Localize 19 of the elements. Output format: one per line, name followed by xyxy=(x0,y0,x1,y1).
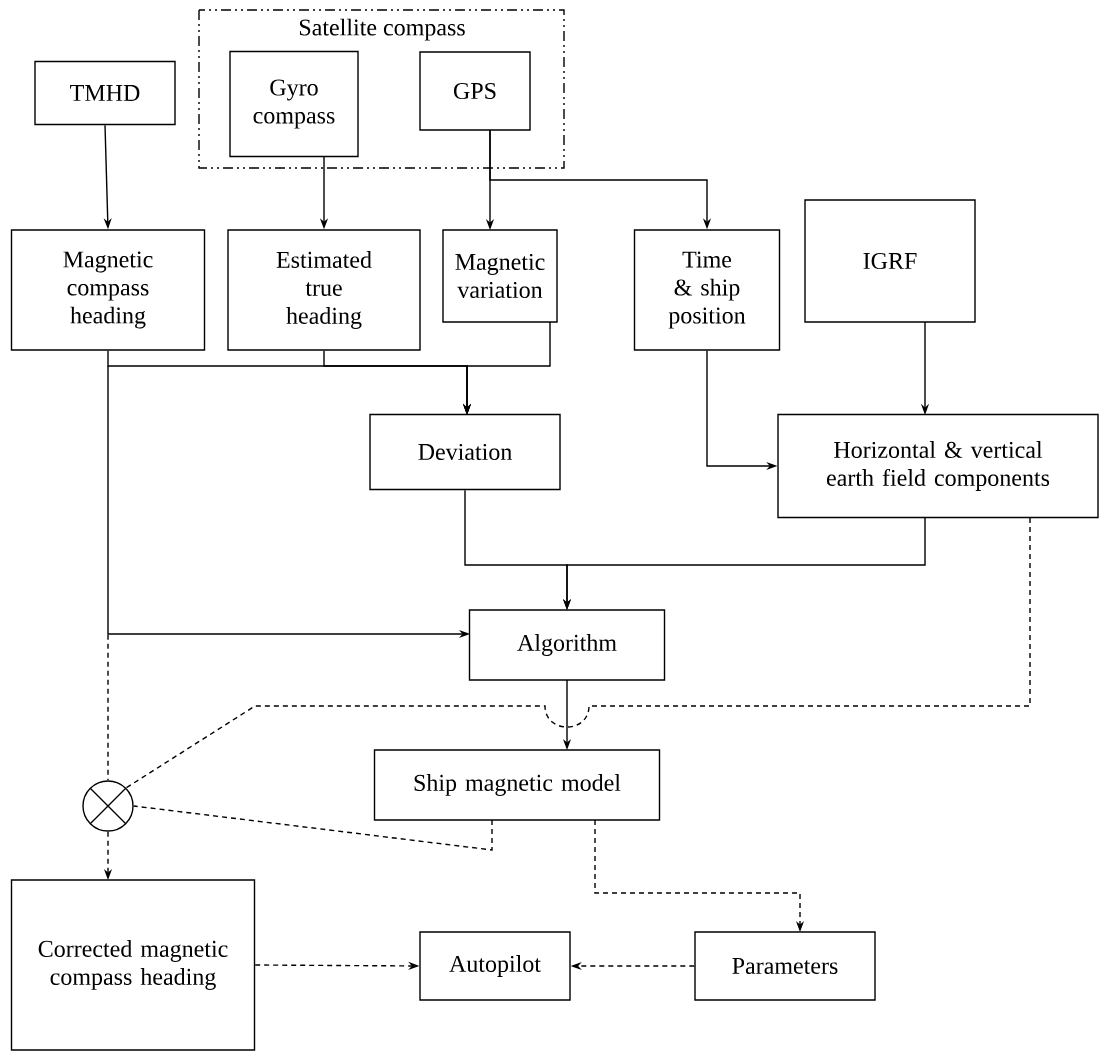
process-box: Autopilot xyxy=(419,931,571,1001)
process-box: GPS xyxy=(419,51,531,131)
process-box: Horizontal & vertical earth field components xyxy=(777,413,1099,519)
process-box: Time & ship position xyxy=(633,229,781,351)
connector-line xyxy=(125,517,1031,789)
process-box: Algorithm xyxy=(468,609,666,681)
summing-junction xyxy=(82,780,134,832)
process-box: Gyro compass xyxy=(229,50,359,158)
process-box: Magnetic variation xyxy=(442,229,558,323)
process-box: Estimated true heading xyxy=(227,229,421,351)
process-box: Ship magnetic model xyxy=(373,749,661,821)
process-box: IGRF xyxy=(804,199,976,323)
process-box: Magnetic compass heading xyxy=(10,229,206,351)
group-title: Satellite compass xyxy=(299,18,465,41)
process-box: TMHD xyxy=(34,60,176,126)
process-box: Parameters xyxy=(694,931,876,1001)
process-box: Corrected magnetic compass heading xyxy=(10,879,256,1051)
process-box: Deviation xyxy=(369,413,561,491)
connector-line xyxy=(133,805,493,851)
